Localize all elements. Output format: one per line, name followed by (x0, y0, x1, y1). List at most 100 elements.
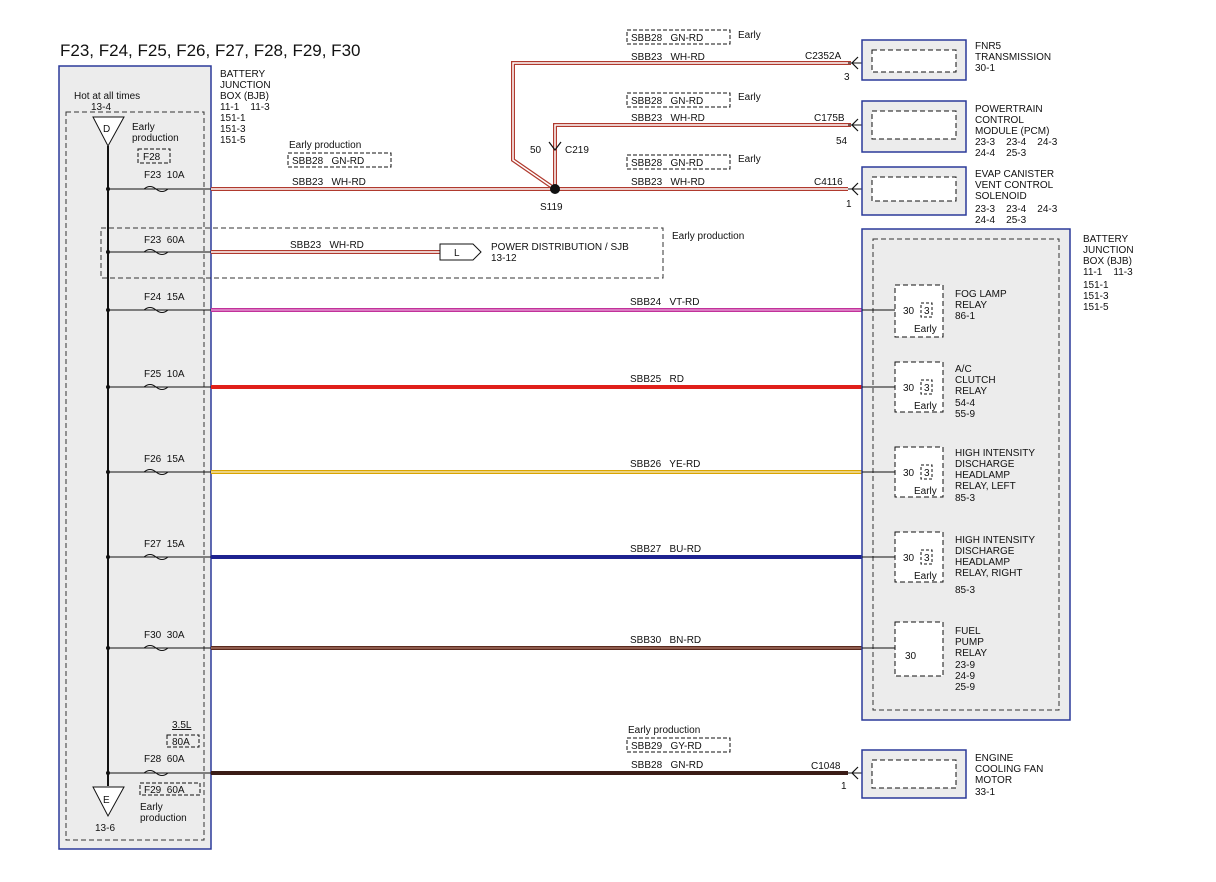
wire-label-sbb25: SBB25 RD (630, 374, 684, 385)
hidl-pin3: 3 (924, 468, 930, 479)
bjb-left-label-1: BATTERY (220, 69, 266, 80)
hot-ref: 13-4 (91, 102, 111, 113)
triangle-e-letter: E (103, 795, 110, 806)
triangle-d-icon (92, 116, 125, 148)
bjb-right-label-7: 151-5 (1083, 302, 1109, 313)
fuel-label-4: 23-9 (955, 660, 975, 671)
hidr-pin30: 30 (903, 553, 915, 564)
relay-hid-left: 30 3 Early HIGH INTENSITY DISCHARGE HEAD… (894, 446, 1035, 504)
wire-early-a: Early (738, 30, 761, 41)
e-note-1: Early (140, 802, 163, 813)
power-dist-ref: 13-12 (491, 253, 517, 264)
bjb-right-label-5: 151-1 (1083, 280, 1109, 291)
bjb-left: BATTERY JUNCTION BOX (BJB) 11-1 11-3 151… (58, 65, 271, 850)
connector-c2352a-pin: 3 (844, 72, 850, 83)
bjb-left-label-5: 151-1 (220, 113, 246, 124)
fuse-f28: F28 60A (144, 754, 185, 765)
connector-c2352a: C2352A (805, 51, 841, 62)
f28-80a: 80A (172, 737, 190, 748)
ac-early: Early (914, 401, 937, 412)
hidl-label-4: RELAY, LEFT (955, 481, 1016, 492)
connector-c4116-pin: 1 (846, 199, 852, 210)
evap-label-5: 24-4 25-3 (975, 215, 1027, 226)
hidl-label-3: HEADLAMP (955, 470, 1010, 481)
hidr-label-4: RELAY, RIGHT (955, 568, 1022, 579)
d-note-1: Early (132, 122, 155, 133)
fuse-f25: F25 10A (144, 369, 185, 380)
hidr-label-3: HEADLAMP (955, 557, 1010, 568)
early-production-region (100, 227, 664, 279)
e-ref: 13-6 (95, 823, 115, 834)
fuel-label-2: PUMP (955, 637, 984, 648)
diagram-title: F23, F24, F25, F26, F27, F28, F29, F30 (60, 41, 360, 60)
wire-label-sbb28-c: SBB28 GN-RD (631, 158, 703, 169)
fuel-label-6: 25-9 (955, 682, 975, 693)
early-production-label-1: Early production (672, 231, 744, 242)
hidr-label-5: 85-3 (955, 585, 975, 596)
power-dist-label: POWER DISTRIBUTION / SJB (491, 242, 629, 253)
wire-label-sbb28-b: SBB28 GN-RD (631, 96, 703, 107)
wire-label-sbb23-c: SBB23 WH-RD (631, 177, 705, 188)
fnr5-label-3: 30-1 (975, 63, 995, 74)
bjb-left-label-3: BOX (BJB) (220, 91, 269, 102)
d-note-2: production (132, 133, 179, 144)
wire-label-sbb23-e: SBB23 WH-RD (290, 240, 364, 251)
bjb-right: BATTERY JUNCTION BOX (BJB) 11-1 11-3 151… (861, 228, 1134, 721)
evap-label-2: VENT CONTROL (975, 180, 1054, 191)
fog-label-1: FOG LAMP (955, 289, 1007, 300)
wire-label-sbb23-a: SBB23 WH-RD (631, 52, 705, 63)
pcm-label-5: 24-4 25-3 (975, 148, 1027, 159)
ac-label-5: 55-9 (955, 409, 975, 420)
ac-pin30: 30 (903, 383, 915, 394)
fuse-f23-10a: F23 10A (144, 170, 185, 181)
fog-label-3: 86-1 (955, 311, 975, 322)
relay-hid-right: 30 3 Early HIGH INTENSITY DISCHARGE HEAD… (894, 531, 1035, 596)
fuel-label-5: 24-9 (955, 671, 975, 682)
fuse-f27: F27 15A (144, 539, 185, 550)
connector-c175b-pin: 54 (836, 136, 848, 147)
ac-label-1: A/C (955, 364, 972, 375)
connector-c4116: C4116 (814, 177, 843, 188)
hot-at-all-times: Hot at all times (74, 91, 140, 102)
pcm-label-3: MODULE (PCM) (975, 126, 1049, 137)
wire-label-sbb28-a: SBB28 GN-RD (631, 33, 703, 44)
triangle-e-icon (92, 786, 125, 818)
connector-c175b: C175B (814, 113, 845, 124)
fuel-label-3: RELAY (955, 648, 987, 659)
fan-label-1: ENGINE (975, 753, 1014, 764)
fog-pin3: 3 (924, 306, 930, 317)
early-production-label-3: Early production (628, 725, 700, 736)
bjb-right-label-6: 151-3 (1083, 291, 1109, 302)
hidr-label-2: DISCHARGE (955, 546, 1015, 557)
relay-fog-lamp: 30 3 Early FOG LAMP RELAY 86-1 (894, 284, 1007, 338)
evap-label-4: 23-3 23-4 24-3 (975, 204, 1058, 215)
wire-label-sbb27: SBB27 BU-RD (630, 544, 701, 555)
hidl-label-5: 85-3 (955, 493, 975, 504)
pcm-label-2: CONTROL (975, 115, 1024, 126)
c219-label: C219 (565, 145, 589, 156)
relay-ac-clutch: 30 3 Early A/C CLUTCH RELAY 54-4 55-9 (894, 361, 996, 420)
wire-label-sbb24: SBB24 VT-RD (630, 297, 699, 308)
early-production-label-2: Early production (289, 140, 361, 151)
pcm-label-4: 23-3 23-4 24-3 (975, 137, 1058, 148)
hidl-label-2: DISCHARGE (955, 459, 1015, 470)
relay-fuel-pump: 30 FUEL PUMP RELAY 23-9 24-9 25-9 (894, 621, 987, 693)
evap-label-1: EVAP CANISTER (975, 169, 1054, 180)
wire-label-sbb29: SBB29 GY-RD (631, 741, 702, 752)
splice-s119-label: S119 (540, 202, 563, 213)
wire-label-sbb28-d: SBB28 GN-RD (292, 156, 364, 167)
wire-label-sbb23-d: SBB23 WH-RD (292, 177, 366, 188)
e-note-2: production (140, 813, 187, 824)
fnr5-label-1: FNR5 (975, 41, 1002, 52)
fog-label-2: RELAY (955, 300, 987, 311)
fog-early: Early (914, 324, 937, 335)
fan-label-3: MOTOR (975, 775, 1012, 786)
wire-label-sbb28-e: SBB28 GN-RD (631, 760, 703, 771)
component-fan-motor: ENGINE COOLING FAN MOTOR 33-1 (861, 749, 1043, 799)
wire-label-sbb26: SBB26 YE-RD (630, 459, 700, 470)
triangle-d-letter: D (103, 124, 110, 135)
c219-pin: 50 (530, 145, 542, 156)
splice-s119 (550, 184, 560, 194)
fuse-f23-60a: F23 60A (144, 235, 185, 246)
